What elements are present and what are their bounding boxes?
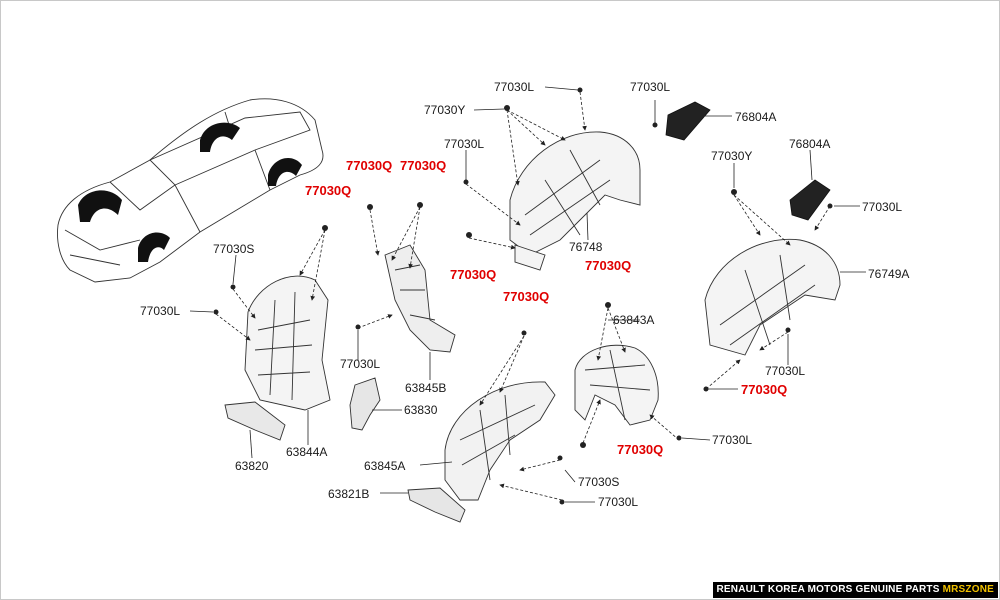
label-76804A-right: 76804A [789, 137, 831, 151]
label-77030L-top: 77030L [494, 80, 535, 94]
label-63845B: 63845B [405, 381, 447, 395]
label-77030S-low: 77030S [578, 475, 620, 489]
part-63821B-strip [407, 487, 466, 523]
footer-watermark: RENAULT KOREA MOTORS GENUINE PARTS MRSZO… [712, 582, 998, 598]
part-63820-strip [224, 401, 286, 441]
label-76749A: 76749A [868, 267, 910, 281]
label-77030S-left: 77030S [213, 242, 255, 256]
label-76804A-top: 76804A [735, 110, 777, 124]
part-76748-rear-liner [509, 131, 641, 271]
label-77030L-rightlow: 77030L [765, 364, 806, 378]
car-illustration [57, 98, 324, 283]
label-77030Y-right: 77030Y [711, 149, 753, 163]
label-63844A: 63844A [286, 445, 328, 459]
label-77030L-low: 77030L [712, 433, 753, 447]
label-63821B: 63821B [328, 487, 370, 501]
part-63843A-liner [574, 344, 659, 426]
label-63820: 63820 [235, 459, 269, 473]
label-77030L-bottom: 77030L [598, 495, 639, 509]
car-wheel-arches [78, 122, 302, 262]
label-77030L-mid: 77030L [444, 137, 485, 151]
label-77030L-right: 77030L [862, 200, 903, 214]
label-77030Q-red-1: 77030Q [346, 158, 393, 173]
label-77030L-topright: 77030L [630, 80, 671, 94]
leader-lines-dashed [215, 91, 831, 501]
part-63830-bracket [349, 377, 381, 431]
label-63843A: 63843A [613, 313, 655, 327]
part-63845B-flap [384, 244, 456, 353]
label-77030Q-red-7: 77030Q [741, 382, 788, 397]
label-77030L-leftmid: 77030L [340, 357, 381, 371]
part-76749A-rear-liner [704, 238, 841, 356]
part-76804A-vent-top [665, 101, 711, 141]
label-77030Q-red-5: 77030Q [585, 258, 632, 273]
part-76804A-vent-right [789, 179, 831, 221]
label-77030Q-red-4: 77030Q [450, 267, 497, 282]
label-77030Y-top: 77030Y [424, 103, 466, 117]
label-77030Q-red-8: 77030Q [617, 442, 664, 457]
footer-text: RENAULT KOREA MOTORS GENUINE PARTS [716, 584, 943, 595]
label-77030Q-red-6: 77030Q [503, 289, 550, 304]
label-63830: 63830 [404, 403, 438, 417]
part-63844A-front-liner [244, 275, 331, 411]
footer-brand: MRSZONE [942, 584, 994, 595]
label-63845A: 63845A [364, 459, 406, 473]
label-77030Q-red-2: 77030Q [400, 158, 447, 173]
part-63845A-liner [444, 381, 556, 501]
label-77030L-left: 77030L [140, 304, 181, 318]
label-76748: 76748 [569, 240, 603, 254]
label-leaders [189, 86, 866, 503]
label-77030Q-red-3: 77030Q [305, 183, 352, 198]
